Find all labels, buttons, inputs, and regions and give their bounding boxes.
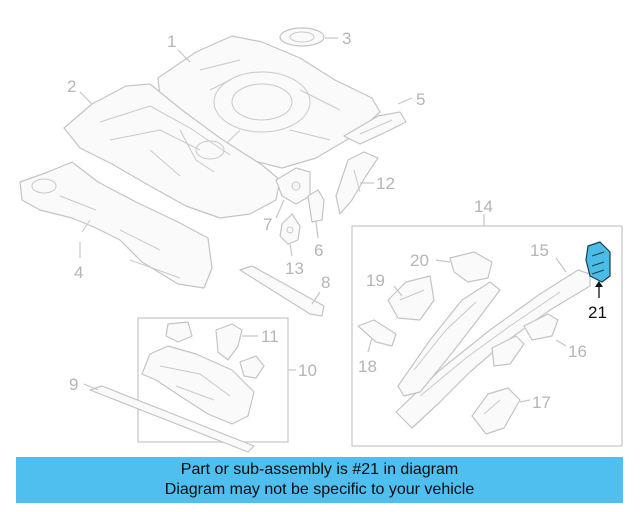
callout-1: 1 xyxy=(167,32,176,51)
part-12-pillar xyxy=(335,151,379,215)
part-9-rail xyxy=(83,383,255,453)
callout-20: 20 xyxy=(410,251,429,270)
inner-rail-assembly xyxy=(397,281,501,397)
part-4-front-panel xyxy=(19,161,213,289)
callout-14: 14 xyxy=(474,197,493,216)
callout-11: 11 xyxy=(261,327,279,346)
callout-15: 15 xyxy=(530,241,549,260)
part-13-plate xyxy=(279,213,301,257)
parts-diagram: 1 2 3 4 5 6 7 8 9 10 11 12 13 14 15 16 1… xyxy=(19,27,623,453)
info-banner: Part or sub-assembly is #21 in diagram D… xyxy=(16,457,623,503)
callout-6: 6 xyxy=(314,241,323,260)
part-16-bracket xyxy=(491,313,567,367)
callout-19: 19 xyxy=(366,271,385,290)
part-20-bracket xyxy=(435,251,493,283)
callout-18: 18 xyxy=(358,357,377,376)
callout-3: 3 xyxy=(342,29,351,48)
banner-line-2: Diagram may not be specific to your vehi… xyxy=(164,481,475,498)
callout-2: 2 xyxy=(67,77,76,96)
part-10-floor-piece xyxy=(141,321,255,425)
part-6-bracket xyxy=(307,189,325,239)
callout-4: 4 xyxy=(74,263,83,282)
callout-13: 13 xyxy=(285,259,304,278)
callout-12: 12 xyxy=(376,174,395,193)
callout-17: 17 xyxy=(532,393,551,412)
callout-7: 7 xyxy=(263,215,272,234)
part-3-plug xyxy=(279,27,338,47)
callout-9: 9 xyxy=(69,375,78,394)
callout-10: 10 xyxy=(298,361,317,380)
part-5-bracket xyxy=(343,97,413,145)
group-box-10 xyxy=(137,317,296,443)
callout-8: 8 xyxy=(321,273,330,292)
part-21-highlighted xyxy=(585,241,611,298)
part-17-panel xyxy=(471,387,531,435)
banner-line-1: Part or sub-assembly is #21 in diagram xyxy=(180,461,459,478)
callout-16: 16 xyxy=(568,342,587,361)
part-8-rail xyxy=(239,265,325,317)
part-19-bracket xyxy=(387,275,435,321)
part-18-bracket xyxy=(357,319,397,353)
part-7-bracket xyxy=(275,167,311,219)
callout-5: 5 xyxy=(416,90,425,109)
part-2-floor-panel xyxy=(63,83,281,219)
callout-21: 21 xyxy=(588,303,607,322)
group-box-14 xyxy=(351,214,623,447)
part-11-brackets xyxy=(215,323,265,379)
